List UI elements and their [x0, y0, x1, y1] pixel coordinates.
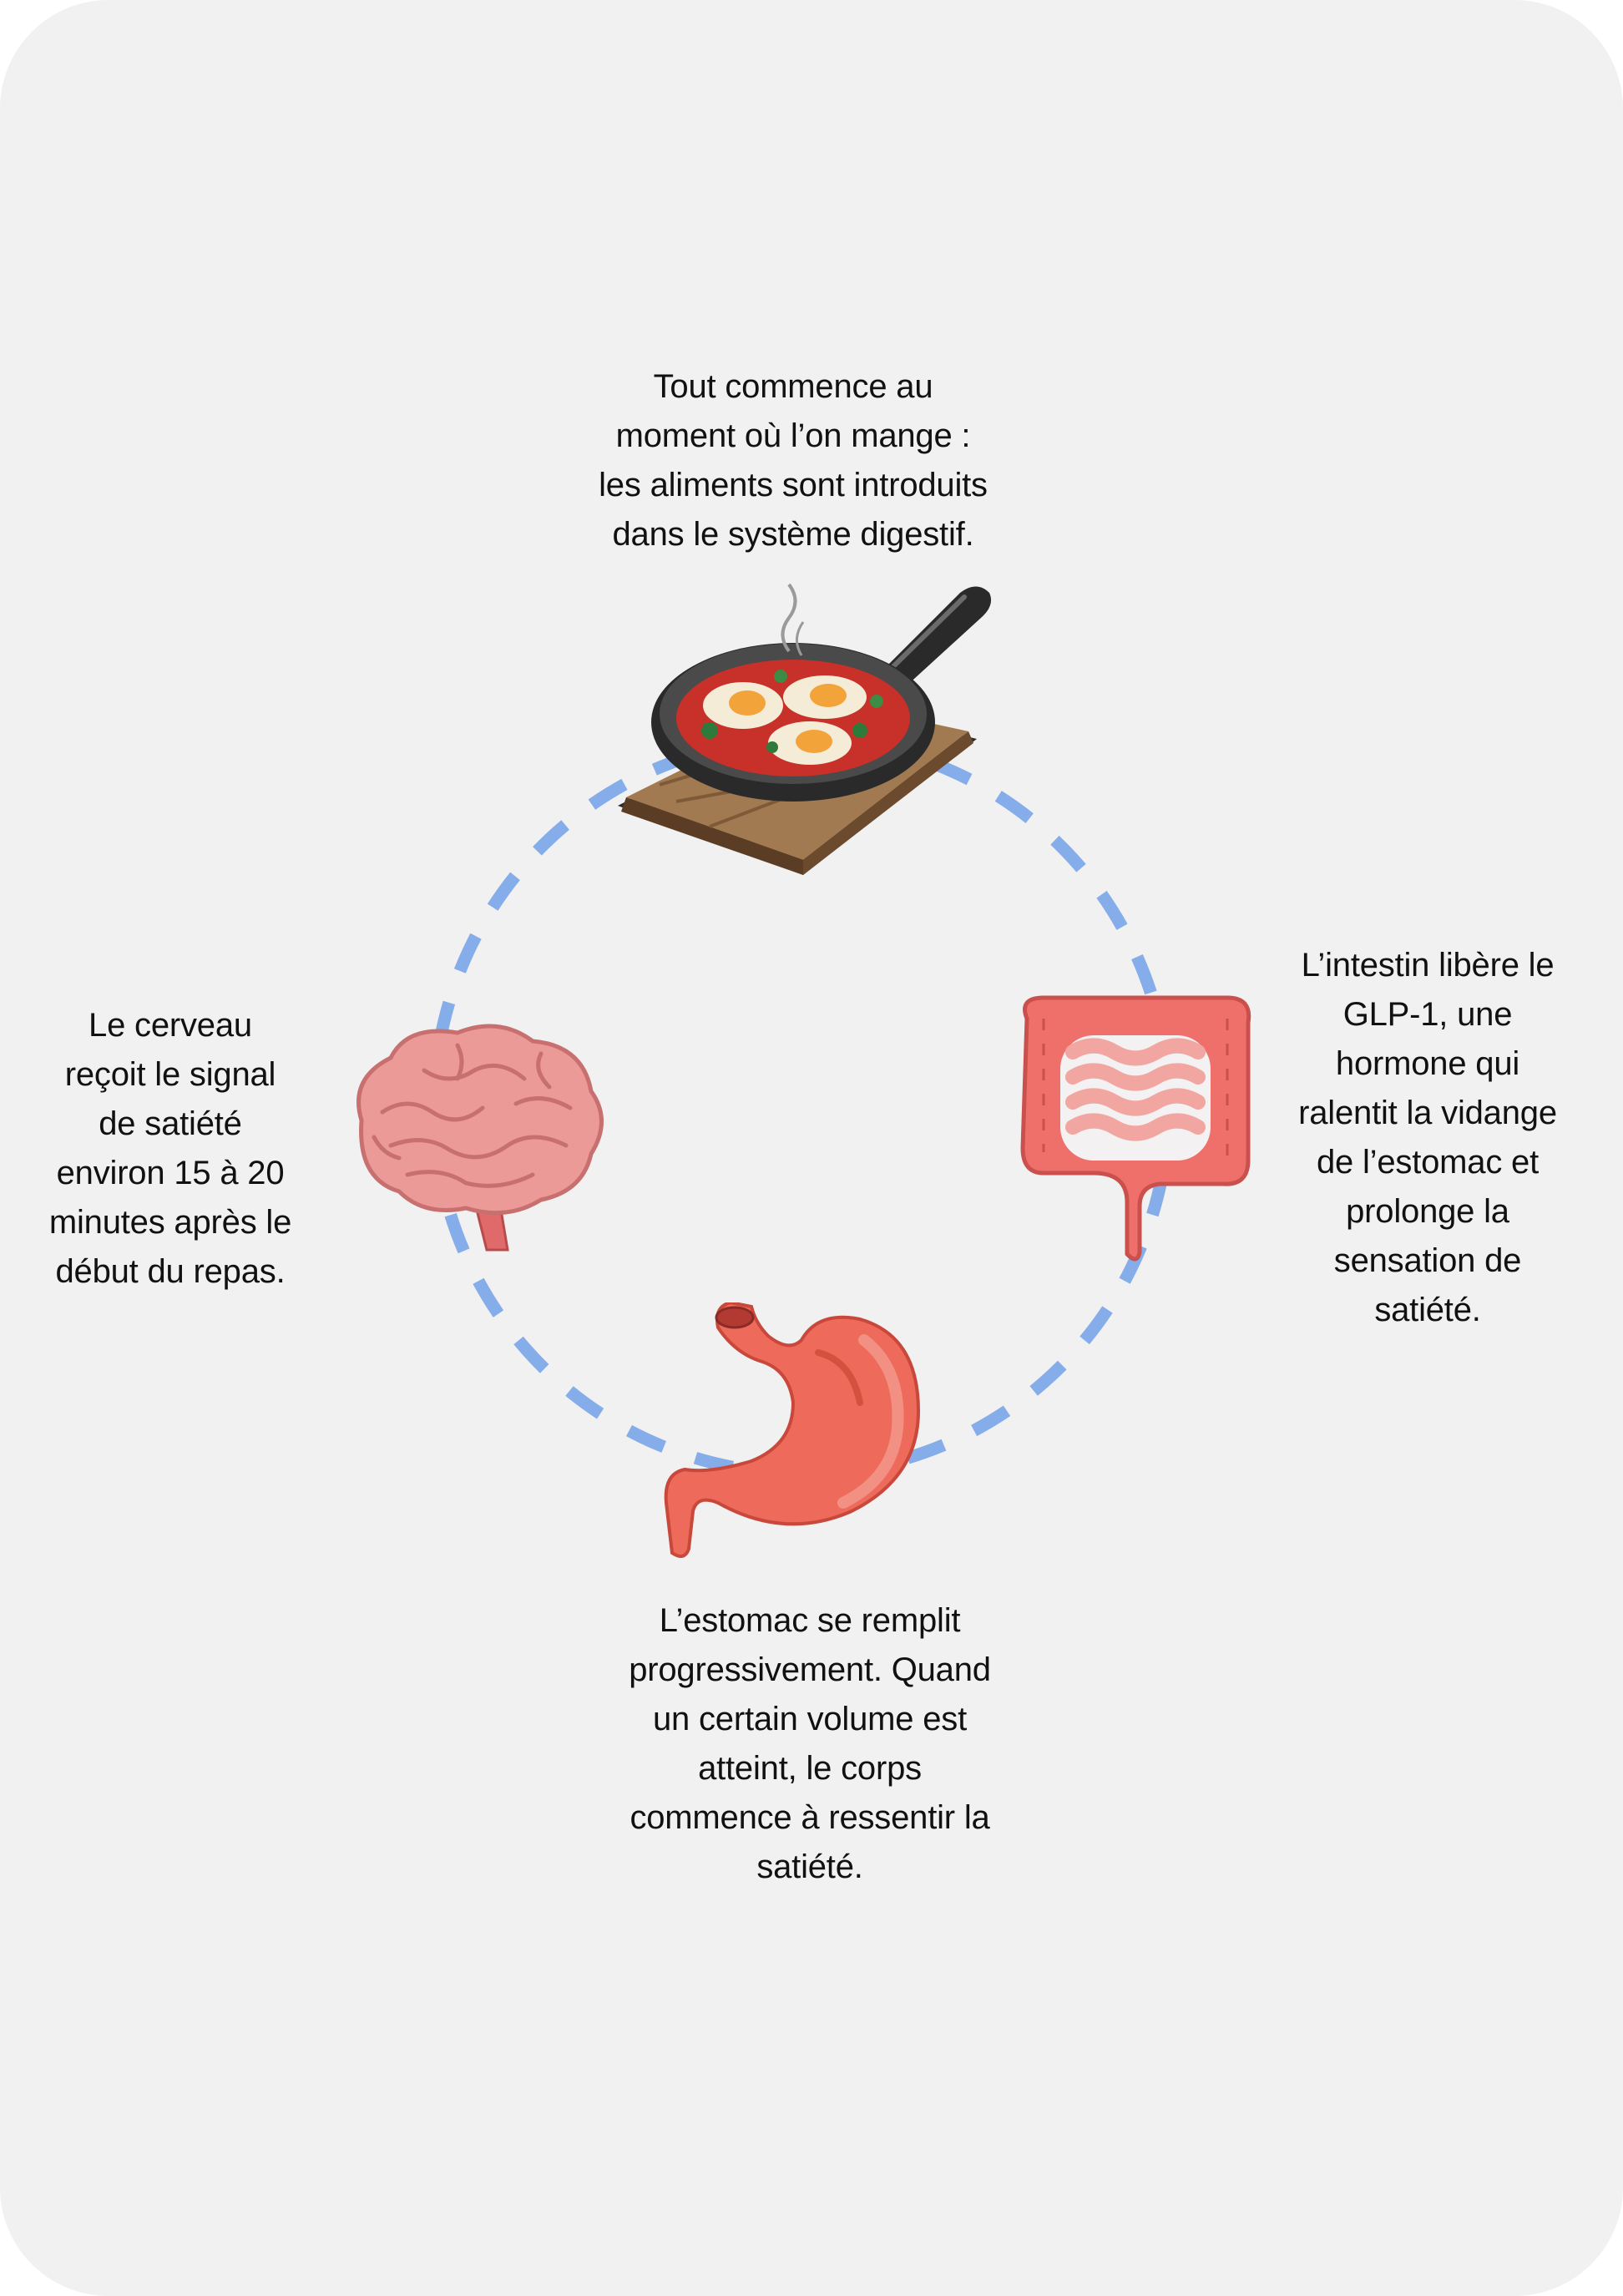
- step-caption-brain: Le cerveau reçoit le signal de satiété e…: [12, 1001, 329, 1297]
- caption-line: minutes après le: [48, 1204, 292, 1241]
- caption-line: sensation de: [1333, 1242, 1522, 1279]
- step-caption-stomach: L’estomac se remplit progressivement. Qu…: [576, 1596, 1044, 1892]
- caption-line: de l’estomac et: [1316, 1144, 1540, 1181]
- caption-line: progressivement. Quand: [629, 1651, 991, 1688]
- caption-line: Le cerveau: [88, 1007, 252, 1044]
- brain-icon: [356, 1024, 604, 1252]
- caption-line: les aliments sont introduits: [599, 467, 988, 503]
- caption-line: satiété.: [756, 1848, 863, 1885]
- caption-line: début du repas.: [55, 1253, 286, 1290]
- caption-line: hormone qui: [1335, 1045, 1520, 1082]
- caption-line: moment où l’on mange :: [615, 417, 971, 454]
- frying-pan-icon: [618, 583, 992, 875]
- caption-line: L’intestin libère le: [1301, 947, 1555, 984]
- caption-line: prolonge la: [1346, 1193, 1509, 1230]
- caption-line: reçoit le signal: [64, 1056, 276, 1093]
- caption-line: environ 15 à 20: [56, 1155, 285, 1191]
- caption-line: Tout commence au: [653, 368, 933, 405]
- caption-line: L’estomac se remplit: [659, 1602, 961, 1639]
- caption-line: un certain volume est: [653, 1701, 967, 1737]
- caption-line: ralentit la vidange: [1298, 1095, 1557, 1131]
- caption-line: commence à ressentir la: [629, 1799, 990, 1836]
- stomach-icon: [664, 1302, 921, 1558]
- caption-line: dans le système digestif.: [612, 516, 974, 553]
- caption-line: satiété.: [1374, 1292, 1481, 1328]
- caption-line: de satiété: [99, 1105, 242, 1142]
- step-caption-intestine: L’intestin libère le GLP-1, une hormone …: [1244, 941, 1611, 1335]
- intestine-icon: [1020, 995, 1251, 1262]
- step-caption-food: Tout commence au moment où l’on mange : …: [534, 362, 1052, 559]
- caption-line: atteint, le corps: [698, 1750, 922, 1787]
- caption-line: GLP-1, une: [1342, 996, 1513, 1033]
